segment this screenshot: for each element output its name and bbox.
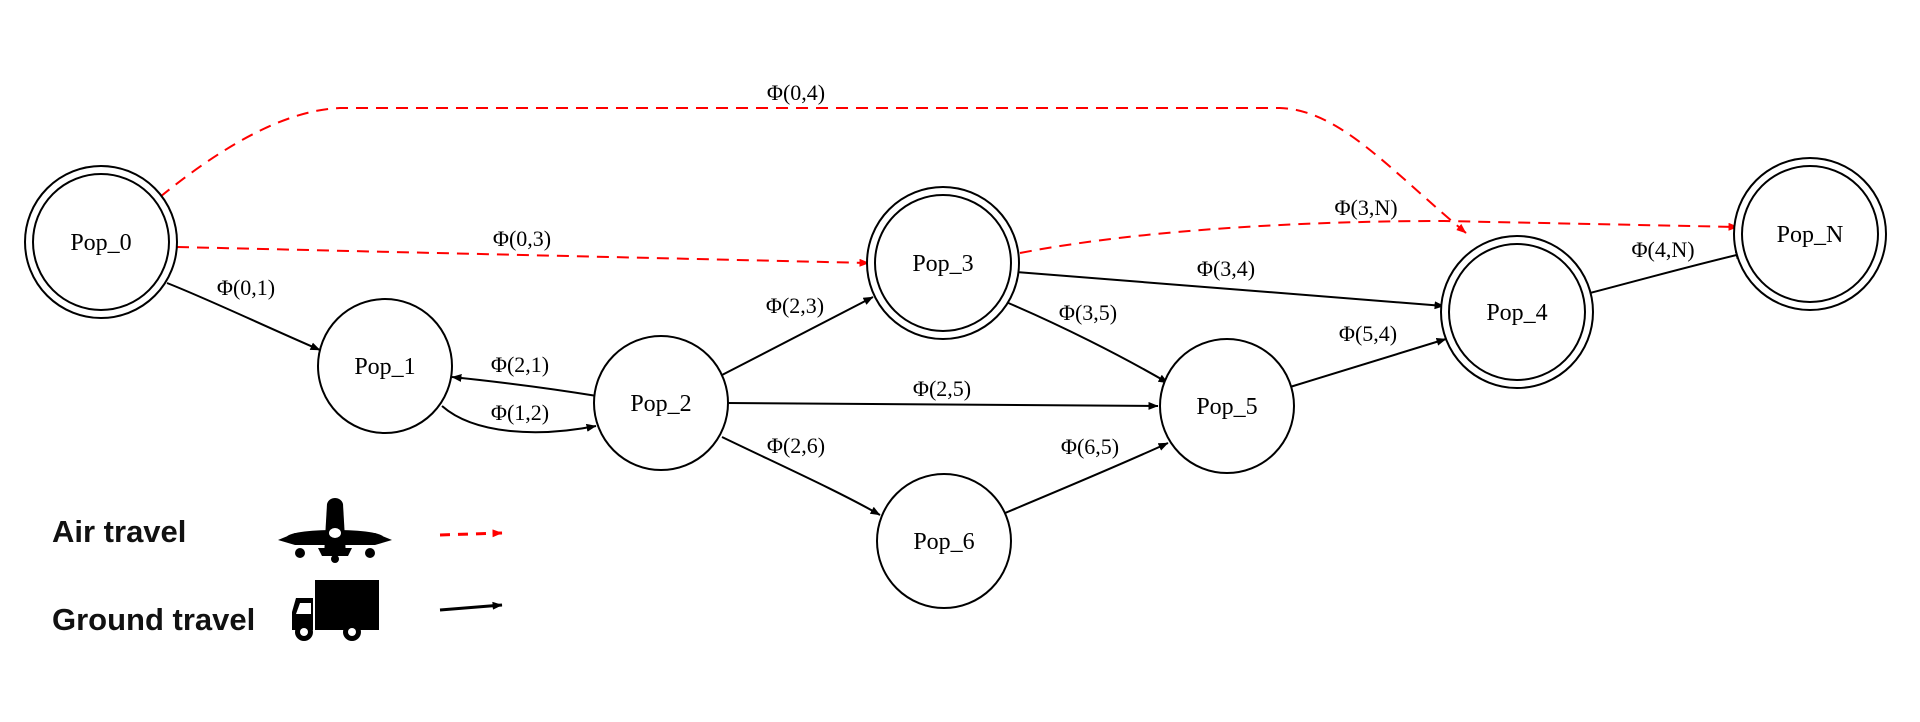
legend-ground-arrow — [439, 601, 503, 612]
node-label-pop0: Pop_0 — [70, 230, 131, 256]
legend-air-arrow — [439, 529, 503, 538]
edge-pop0-pop1 — [166, 282, 321, 351]
edge-label-phi-4-N: Φ(4,N) — [1631, 237, 1694, 262]
edge-label-phi-2-6: Φ(2,6) — [767, 433, 825, 458]
edge-label-phi-0-3: Φ(0,3) — [493, 226, 551, 251]
node-label-pop3: Pop_3 — [912, 251, 973, 277]
legend-air-label: Air travel — [52, 514, 186, 549]
edge-pop2-pop1 — [451, 373, 598, 397]
node-label-pop1: Pop_1 — [354, 354, 415, 380]
edge-label-phi-6-5: Φ(6,5) — [1061, 434, 1119, 459]
edge-label-phi-0-4: Φ(0,4) — [767, 80, 825, 105]
edge-pop6-pop5 — [1004, 442, 1169, 514]
edge-pop4-popN — [1589, 251, 1746, 294]
node-label-pop4: Pop_4 — [1486, 300, 1547, 326]
legend: Air travel Ground travel — [52, 498, 503, 641]
edge-pop3-popN — [1019, 219, 1739, 254]
edge-pop0-pop3 — [176, 246, 870, 267]
edge-label-phi-2-5: Φ(2,5) — [913, 376, 971, 401]
node-pop3: Pop_3 — [866, 186, 1020, 340]
edge-pop1-pop2 — [441, 405, 597, 434]
edge-label-phi-3-5: Φ(3,5) — [1059, 300, 1117, 325]
node-pop4: Pop_4 — [1440, 235, 1594, 389]
legend-ground-label: Ground travel — [52, 602, 255, 637]
edge-pop0-pop4 — [159, 107, 1467, 234]
edge-pop3-pop4 — [1015, 271, 1445, 310]
node-pop1: Pop_1 — [317, 298, 453, 434]
node-label-popN: Pop_N — [1777, 222, 1844, 248]
edge-pop2-pop3 — [721, 296, 874, 376]
node-pop2: Pop_2 — [593, 335, 729, 471]
edge-label-phi-1-2: Φ(1,2) — [491, 400, 549, 425]
edge-label-phi-3-4: Φ(3,4) — [1197, 256, 1255, 281]
node-pop0: Pop_0 — [24, 165, 178, 319]
edge-pop2-pop5 — [726, 401, 1159, 410]
edge-pop3-pop5 — [1005, 301, 1169, 384]
node-label-pop6: Pop_6 — [913, 529, 974, 555]
edge-label-phi-2-1: Φ(2,1) — [491, 352, 549, 377]
truck-icon — [292, 580, 379, 641]
node-label-pop2: Pop_2 — [630, 391, 691, 417]
edge-label-phi-5-4: Φ(5,4) — [1339, 321, 1397, 346]
edge-label-phi-2-3: Φ(2,3) — [766, 293, 824, 318]
node-label-pop5: Pop_5 — [1196, 394, 1257, 420]
node-popN: Pop_N — [1733, 157, 1887, 311]
edge-label-phi-3-N: Φ(3,N) — [1334, 195, 1397, 220]
node-pop5: Pop_5 — [1159, 338, 1295, 474]
node-pop6: Pop_6 — [876, 473, 1012, 609]
edge-label-phi-0-1: Φ(0,1) — [217, 275, 275, 300]
edge-pop2-pop6 — [721, 436, 881, 516]
edge-pop5-pop4 — [1289, 337, 1447, 388]
airplane-icon — [278, 498, 392, 563]
